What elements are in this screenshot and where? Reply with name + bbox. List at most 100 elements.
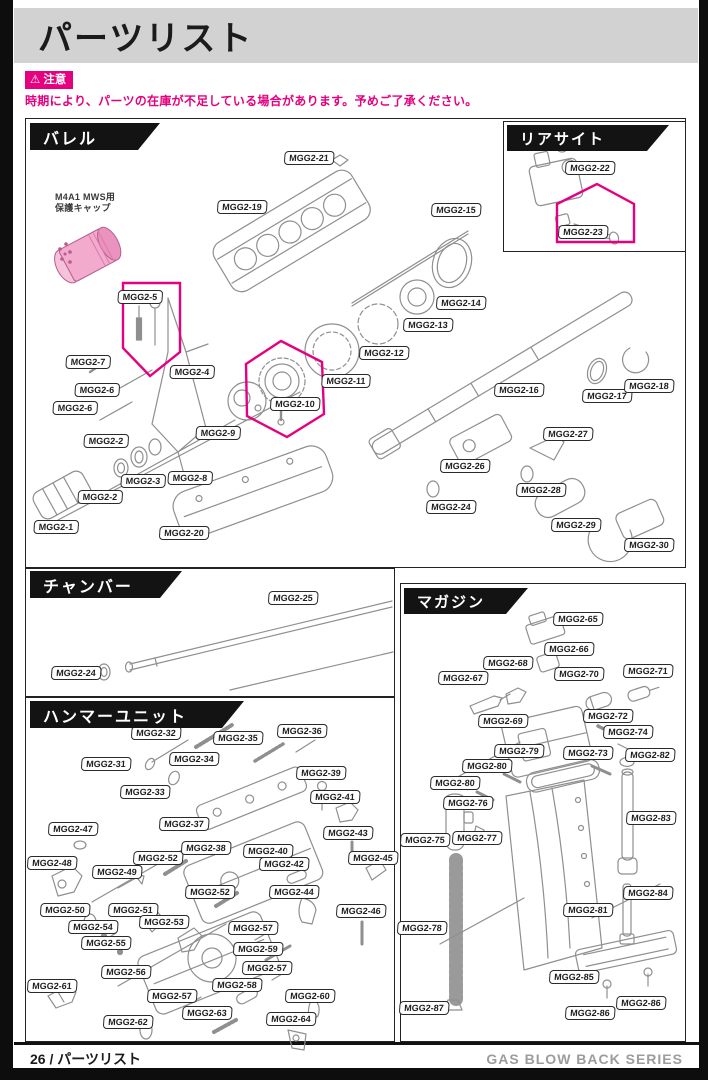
- part-label: MGG2-72: [582, 709, 634, 723]
- part-label: MGG2-34: [168, 752, 220, 766]
- part-label: MGG2-61: [26, 979, 78, 993]
- part-label: MGG2-57: [227, 921, 279, 935]
- part-label: MGG2-79: [493, 744, 545, 758]
- part-label: MGG2-83: [625, 811, 677, 825]
- banner-magazine: マガジン: [404, 588, 528, 614]
- part-label: MGG2-27: [542, 427, 594, 441]
- page-left-edge: [0, 0, 13, 1080]
- part-label: MGG2-49: [91, 865, 143, 879]
- part-label: MGG2-58: [211, 978, 263, 992]
- part-label: MGG2-65: [552, 612, 604, 626]
- page-right-edge: [699, 0, 708, 1080]
- part-label: MGG2-68: [482, 656, 534, 670]
- part-label: MGG2-70: [553, 667, 605, 681]
- part-label: MGG2-30: [623, 538, 675, 552]
- part-label: MGG2-78: [396, 921, 448, 935]
- part-label: MGG2-16: [493, 383, 545, 397]
- page-footer: 26 / パーツリスト GAS BLOW BACK SERIES: [14, 1049, 699, 1068]
- part-label: MGG2-73: [562, 746, 614, 760]
- part-label: MGG2-63: [181, 1006, 233, 1020]
- part-label: MGG2-21: [283, 151, 335, 165]
- banner-rear-sight: リアサイト: [507, 125, 669, 151]
- part-label: MGG2-71: [622, 664, 674, 678]
- caution-badge: ⚠ 注意: [25, 71, 74, 89]
- part-label: MGG2-14: [435, 296, 487, 310]
- part-label: MGG2-39: [295, 766, 347, 780]
- page-title: パーツリスト: [38, 20, 254, 58]
- part-label: MGG2-24: [425, 500, 477, 514]
- part-label: MGG2-80: [429, 776, 481, 790]
- series-name: GAS BLOW BACK SERIES: [486, 1050, 683, 1067]
- part-label: MGG2-47: [47, 822, 99, 836]
- part-label: MGG2-18: [623, 379, 675, 393]
- part-label: MGG2-52: [184, 885, 236, 899]
- part-label: MGG2-25: [267, 591, 319, 605]
- part-label: MGG2-36: [276, 724, 328, 738]
- part-label: MGG2-86: [564, 1006, 616, 1020]
- cap-note: M4A1 MWS用 保護キャップ: [55, 192, 115, 214]
- part-label: MGG2-48: [26, 856, 78, 870]
- part-label: MGG2-62: [102, 1015, 154, 1029]
- part-label: MGG2-2: [83, 434, 129, 448]
- part-label: MGG2-20: [158, 526, 210, 540]
- part-label: MGG2-26: [439, 459, 491, 473]
- part-label: MGG2-19: [216, 200, 268, 214]
- part-label: MGG2-54: [67, 920, 119, 934]
- footer-divider: [14, 1042, 699, 1045]
- part-label: MGG2-6: [74, 383, 120, 397]
- part-label: MGG2-11: [321, 374, 371, 388]
- page-bottom-bar: [0, 1068, 708, 1080]
- part-label: MGG2-33: [119, 785, 171, 799]
- part-label: MGG2-38: [180, 841, 232, 855]
- part-label: MGG2-55: [80, 936, 132, 950]
- part-label: MGG2-64: [265, 1012, 317, 1026]
- part-label: MGG2-12: [358, 346, 410, 360]
- part-label: MGG2-60: [284, 989, 336, 1003]
- part-label: MGG2-77: [451, 831, 503, 845]
- part-label: MGG2-15: [430, 203, 482, 217]
- part-label: MGG2-9: [195, 426, 241, 440]
- part-label: MGG2-41: [309, 790, 361, 804]
- part-label: MGG2-82: [624, 748, 676, 762]
- cap-note-line1: M4A1 MWS用: [55, 192, 116, 202]
- caution-badge-label: 注意: [43, 74, 67, 86]
- part-label: MGG2-43: [322, 826, 374, 840]
- part-label: MGG2-1: [33, 520, 79, 534]
- warning-icon: ⚠: [30, 74, 41, 86]
- part-label: MGG2-53: [138, 915, 190, 929]
- part-label: MGG2-2: [77, 490, 123, 504]
- part-label: MGG2-84: [622, 886, 674, 900]
- part-label: MGG2-13: [402, 318, 454, 332]
- page-header: パーツリスト: [14, 8, 698, 63]
- part-label: MGG2-4: [169, 365, 215, 379]
- part-label: MGG2-8: [167, 471, 213, 485]
- caution-text: 時期により、パーツの在庫が不足している場合があります。予めご了承ください。: [25, 94, 478, 108]
- part-label: MGG2-59: [232, 942, 284, 956]
- part-label: MGG2-44: [268, 885, 320, 899]
- highlight-mgg2-23: [555, 182, 636, 244]
- part-label: MGG2-56: [100, 965, 152, 979]
- part-label: MGG2-67: [437, 671, 489, 685]
- part-label: MGG2-85: [548, 970, 600, 984]
- part-label: MGG2-7: [65, 355, 111, 369]
- part-label: MGG2-74: [602, 725, 654, 739]
- part-label: MGG2-50: [39, 903, 91, 917]
- part-label: MGG2-45: [347, 851, 399, 865]
- part-label: MGG2-40: [242, 844, 294, 858]
- part-label: MGG2-86: [615, 996, 667, 1010]
- part-label: MGG2-28: [515, 483, 567, 497]
- protective-cap-illustration: [54, 226, 122, 284]
- part-label: MGG2-6: [52, 401, 98, 415]
- cap-note-line2: 保護キャップ: [55, 203, 111, 213]
- part-label: MGG2-23: [557, 225, 609, 239]
- page-number: 26 / パーツリスト: [30, 1050, 141, 1067]
- part-label: MGG2-76: [442, 796, 494, 810]
- part-label: MGG2-75: [399, 833, 451, 847]
- part-label: MGG2-35: [212, 731, 264, 745]
- part-label: MGG2-5: [117, 290, 163, 304]
- banner-hammer-unit: ハンマーユニット: [30, 701, 244, 728]
- highlight-mgg2-10: [244, 339, 326, 439]
- banner-barrel: バレル: [30, 123, 160, 150]
